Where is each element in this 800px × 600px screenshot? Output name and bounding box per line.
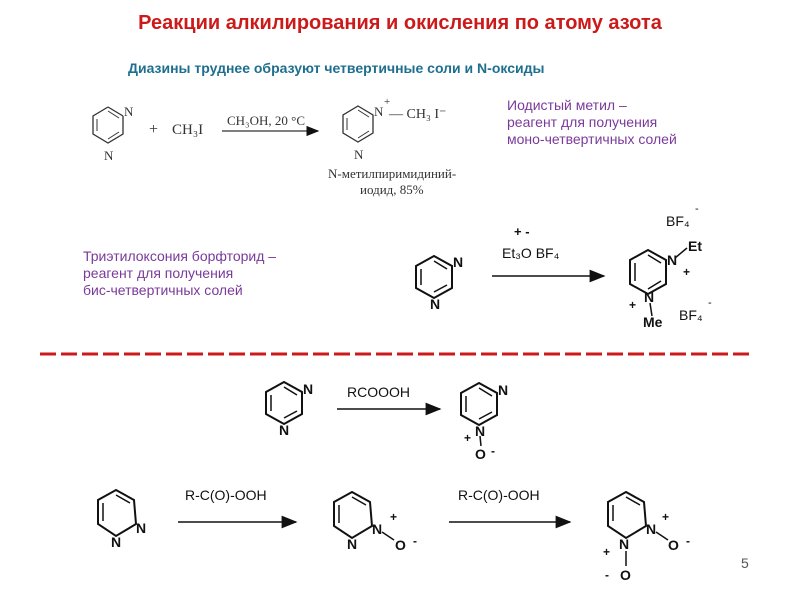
ring-n-atom: N <box>124 104 134 119</box>
charge-minus: - <box>491 444 495 458</box>
note-line: Триэтилоксония борфторид – <box>83 248 277 264</box>
note-methyl-iodide: Иодистый метил – реагент для получения м… <box>507 97 677 148</box>
oxide-oxygen: O <box>395 537 406 553</box>
reaction3: N N RCOOOH N N + O - <box>265 380 508 462</box>
methyl-group: Me <box>643 314 663 330</box>
ring-n-atom: N <box>644 289 654 305</box>
reagent-peracid: R-C(O)-OOH <box>458 487 540 503</box>
ring-n-atom: N <box>354 147 364 162</box>
page-title: Реакции алкилирования и окисления по ато… <box>138 12 662 34</box>
pyrimidine-ring <box>415 254 453 300</box>
note-line: бис-четвертичных солей <box>83 282 243 298</box>
charge-plus: + <box>384 96 390 108</box>
pyrimidine-ring <box>265 380 303 426</box>
charge-minus: - <box>686 534 690 548</box>
charge-plus: + <box>683 265 690 279</box>
oxide-oxygen: O <box>620 567 631 583</box>
charge-minus: - <box>413 534 417 548</box>
reagent-charges: + - <box>514 224 530 239</box>
oxide-oxygen: O <box>475 446 486 462</box>
ring-n-atom: N <box>279 422 289 438</box>
ring-n-atom: N <box>372 521 382 537</box>
anion-bf4: BF₄ <box>666 213 690 229</box>
oxide-oxygen: O <box>668 537 679 553</box>
pyrimidinium-bis-ring <box>629 247 688 317</box>
pyrimidine-n-oxide-ring <box>460 381 498 447</box>
reaction4: N N R-C(O)-OOH N + N O - R-C(O)-OOH N + … <box>97 487 690 583</box>
methyl-iodide-substituent: — CH₃ I⁻ <box>388 107 446 122</box>
pyridazine-n-oxide-ring <box>333 490 395 541</box>
reagent-methyl-iodide: CH₃I <box>172 122 203 138</box>
charge-plus: + <box>390 510 397 524</box>
plus-sign: + <box>149 121 158 138</box>
reagent-peracid: RCOOOH <box>347 384 410 400</box>
pyrimidine-ring <box>92 106 124 144</box>
pyridazine-ring <box>97 488 138 538</box>
pyridazine-di-n-oxide-ring <box>607 490 669 566</box>
charge-plus: + <box>629 298 636 312</box>
charge-plus: + <box>603 545 610 559</box>
reaction-conditions: CH₃OH, 20 °C <box>227 113 305 128</box>
note-triethyloxonium: Триэтилоксония борфторид – реагент для п… <box>83 248 276 299</box>
ring-n-atom: N <box>646 521 656 537</box>
ring-n-atom: N <box>347 536 357 552</box>
charge-minus: - <box>605 568 609 582</box>
ring-n-atom: N <box>111 534 121 550</box>
page-number: 5 <box>741 555 749 571</box>
product-label: иодид, 85% <box>360 182 424 197</box>
ring-n-atom: N <box>136 520 146 536</box>
charge-plus: + <box>662 510 669 524</box>
ring-n-atom: N <box>498 382 508 398</box>
reagent-triethyloxonium: Et₃O BF₄ <box>502 245 560 261</box>
slide-subtitle: Диазины труднее образуют четвертичные со… <box>128 60 545 76</box>
note-line: Иодистый метил – <box>507 97 627 113</box>
note-line: реагент для получения <box>507 114 658 130</box>
anion-bf4: BF₄ <box>679 307 703 323</box>
ring-n-atom: N <box>374 104 384 119</box>
anion-charge: - <box>695 203 699 215</box>
anion-charge: - <box>708 297 712 309</box>
ring-n-atom: N <box>475 423 485 439</box>
pyrimidinium-ring <box>342 105 374 143</box>
ring-n-atom: N <box>430 296 440 312</box>
reagent-peracid: R-C(O)-OOH <box>185 487 267 503</box>
ring-n-atom: N <box>453 254 463 270</box>
ethyl-group: Et <box>688 238 702 254</box>
product-label: N-метилпиримидиний- <box>328 166 456 181</box>
charge-plus: + <box>464 431 471 445</box>
ring-n-atom: N <box>667 252 677 268</box>
ring-n-atom: N <box>619 536 629 552</box>
reaction1: N N + CH₃I CH₃OH, 20 °C N + — CH₃ I⁻ N N… <box>92 96 456 197</box>
note-line: реагент для получения <box>83 265 234 281</box>
reaction2: N N + - Et₃O BF₄ BF₄ - N Et + N + Me BF₄… <box>415 203 712 330</box>
ring-n-atom: N <box>303 381 313 397</box>
ring-n-atom: N <box>104 148 114 163</box>
note-line: моно-четвертичных солей <box>507 131 677 147</box>
